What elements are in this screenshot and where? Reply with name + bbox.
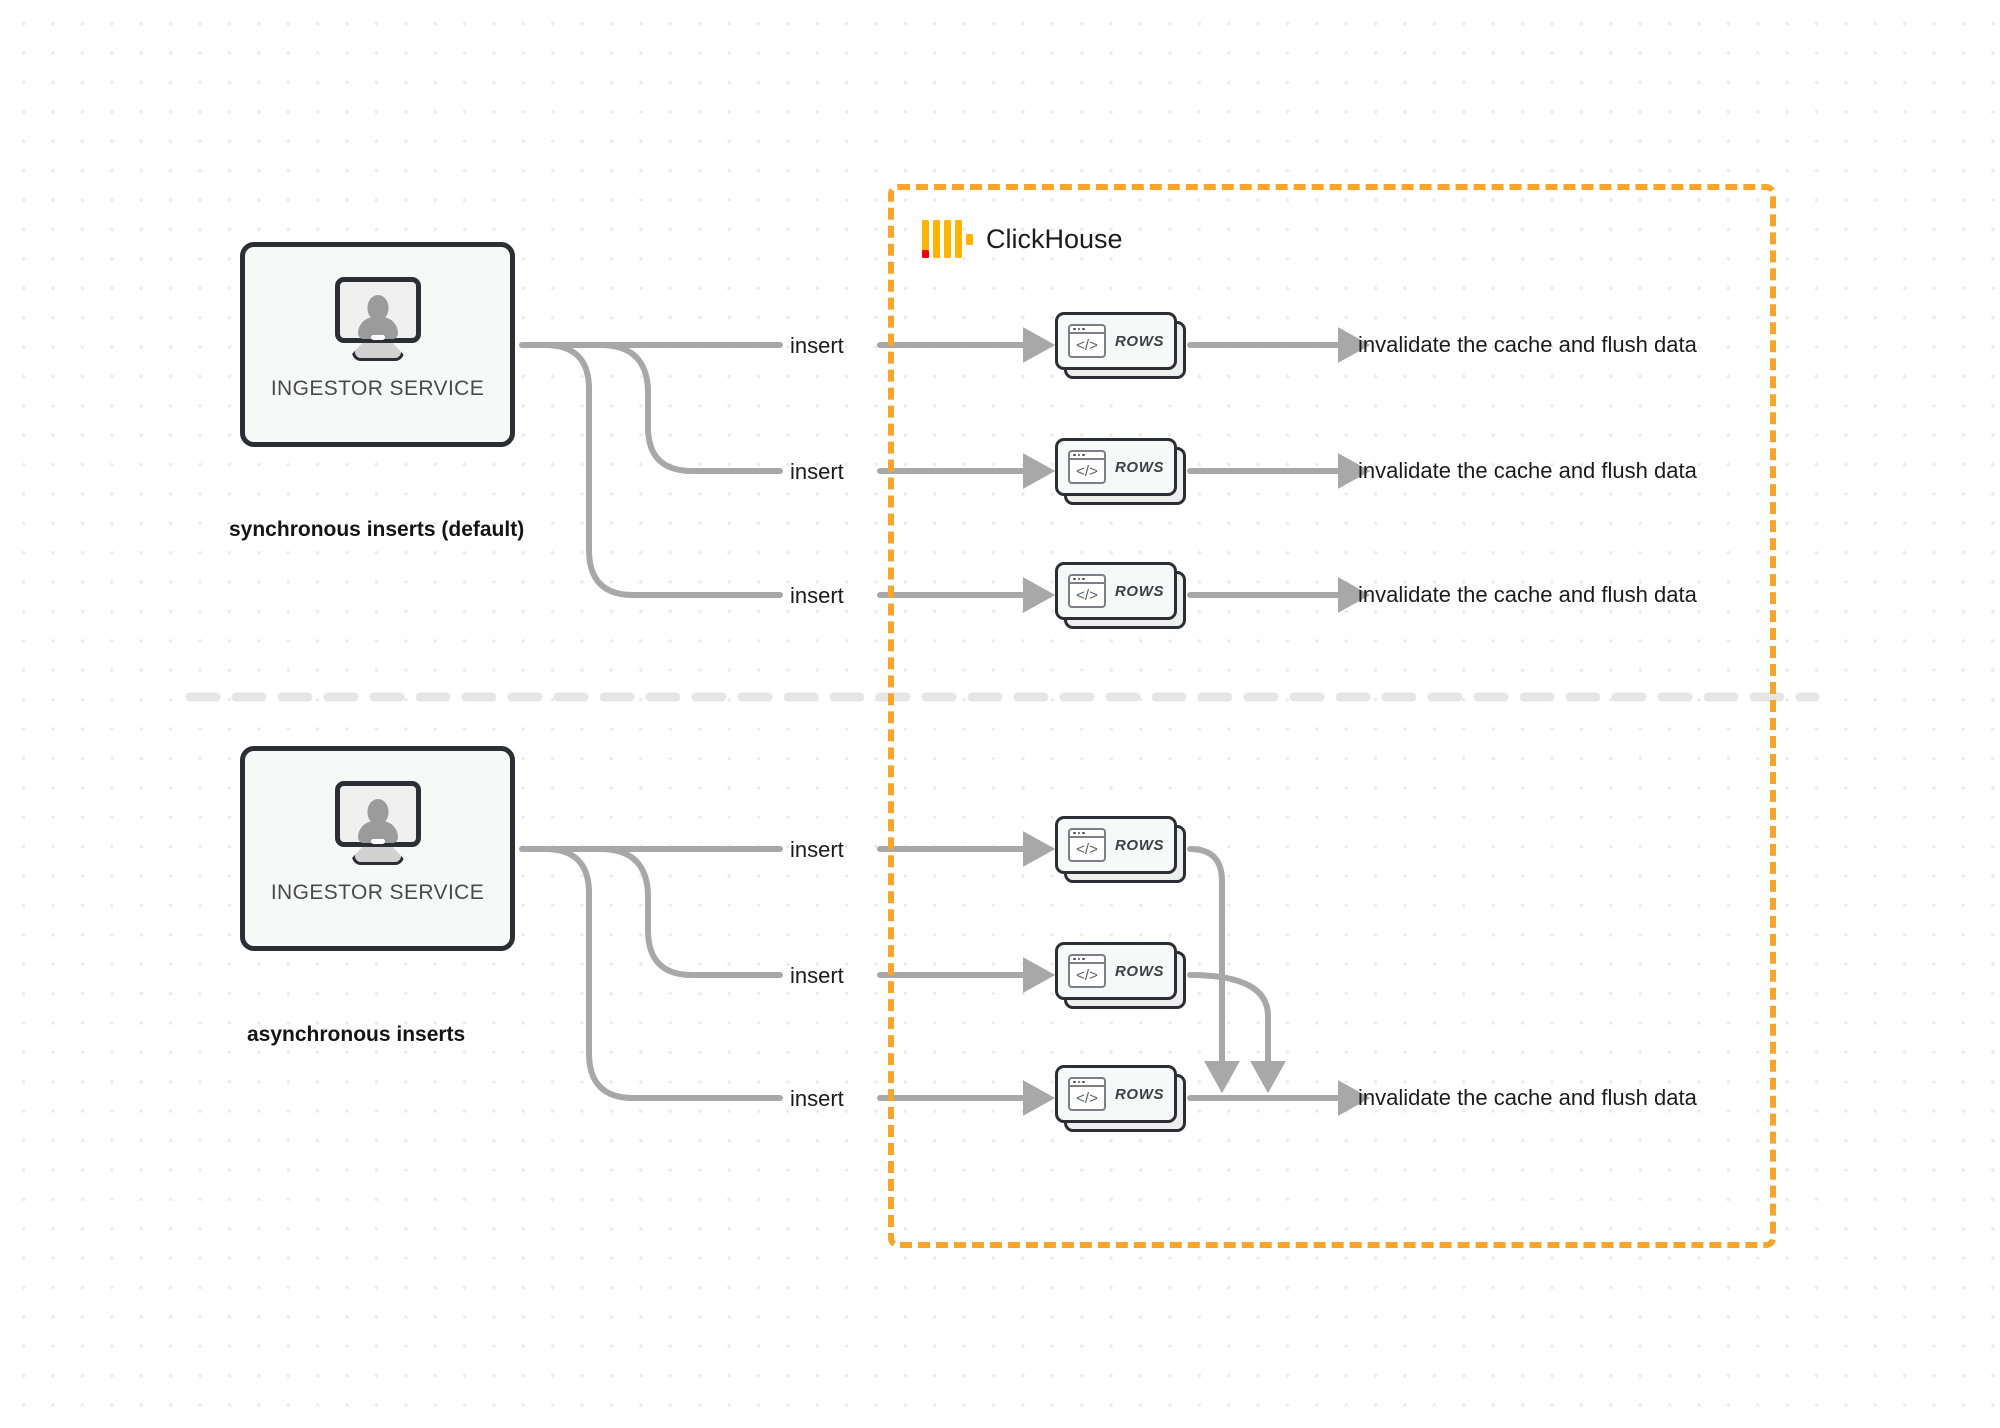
clickhouse-logo-icon bbox=[922, 220, 973, 258]
rows-card-sync-2[interactable]: </> ROWS bbox=[1055, 438, 1186, 505]
rows-label-async-3: ROWS bbox=[1115, 1085, 1165, 1103]
clickhouse-brand: ClickHouse bbox=[922, 220, 1123, 258]
rows-label-sync-3: ROWS bbox=[1115, 582, 1165, 600]
clickhouse-brand-name: ClickHouse bbox=[986, 223, 1123, 254]
insert-label-sync-1: insert bbox=[790, 333, 844, 358]
rows-label-sync-1: ROWS bbox=[1115, 332, 1165, 350]
rows-label-async-2: ROWS bbox=[1115, 962, 1165, 980]
ingestor-service-sync[interactable]: INGESTOR SERVICE bbox=[240, 242, 515, 447]
ingestor-service-async-label: INGESTOR SERVICE bbox=[270, 881, 485, 904]
result-label-sync-1: invalidate the cache and flush data bbox=[1358, 332, 1697, 357]
ingestor-service-async[interactable]: INGESTOR SERVICE bbox=[240, 746, 515, 951]
code-window-icon: </> bbox=[1068, 1077, 1106, 1111]
insert-label-sync-3: insert bbox=[790, 583, 844, 608]
rows-label-sync-2: ROWS bbox=[1115, 458, 1165, 476]
wire-sync-branch-2 bbox=[597, 342, 783, 474]
rows-card-sync-1[interactable]: </> ROWS bbox=[1055, 312, 1186, 379]
monitor-user-icon bbox=[330, 277, 426, 361]
caption-synchronous: synchronous inserts (default) bbox=[229, 518, 525, 541]
code-window-icon: </> bbox=[1068, 828, 1106, 862]
rows-card-async-1[interactable]: </> ROWS bbox=[1055, 816, 1186, 883]
monitor-user-icon bbox=[330, 781, 426, 865]
code-window-icon: </> bbox=[1068, 324, 1106, 358]
rows-card-async-3[interactable]: </> ROWS bbox=[1055, 1065, 1186, 1132]
result-label-async-merged: invalidate the cache and flush data bbox=[1358, 1085, 1697, 1110]
result-label-sync-3: invalidate the cache and flush data bbox=[1358, 582, 1697, 607]
code-window-icon: </> bbox=[1068, 954, 1106, 988]
rows-label-async-1: ROWS bbox=[1115, 836, 1165, 854]
insert-label-async-3: insert bbox=[790, 1086, 844, 1111]
wire-sync-branch-3 bbox=[542, 342, 783, 598]
rows-card-sync-3[interactable]: </> ROWS bbox=[1055, 562, 1186, 629]
wire-async-branch-2 bbox=[597, 846, 783, 978]
result-label-sync-2: invalidate the cache and flush data bbox=[1358, 458, 1697, 483]
rows-card-async-2[interactable]: </> ROWS bbox=[1055, 942, 1186, 1009]
code-window-icon: </> bbox=[1068, 574, 1106, 608]
insert-label-async-2: insert bbox=[790, 963, 844, 988]
caption-asynchronous: asynchronous inserts bbox=[247, 1023, 466, 1046]
clickhouse-boundary bbox=[888, 184, 1776, 1248]
wire-async-branch-3 bbox=[542, 846, 783, 1101]
ingestor-service-sync-label: INGESTOR SERVICE bbox=[270, 377, 485, 400]
insert-label-async-1: insert bbox=[790, 837, 844, 862]
code-window-icon: </> bbox=[1068, 450, 1106, 484]
insert-label-sync-2: insert bbox=[790, 459, 844, 484]
